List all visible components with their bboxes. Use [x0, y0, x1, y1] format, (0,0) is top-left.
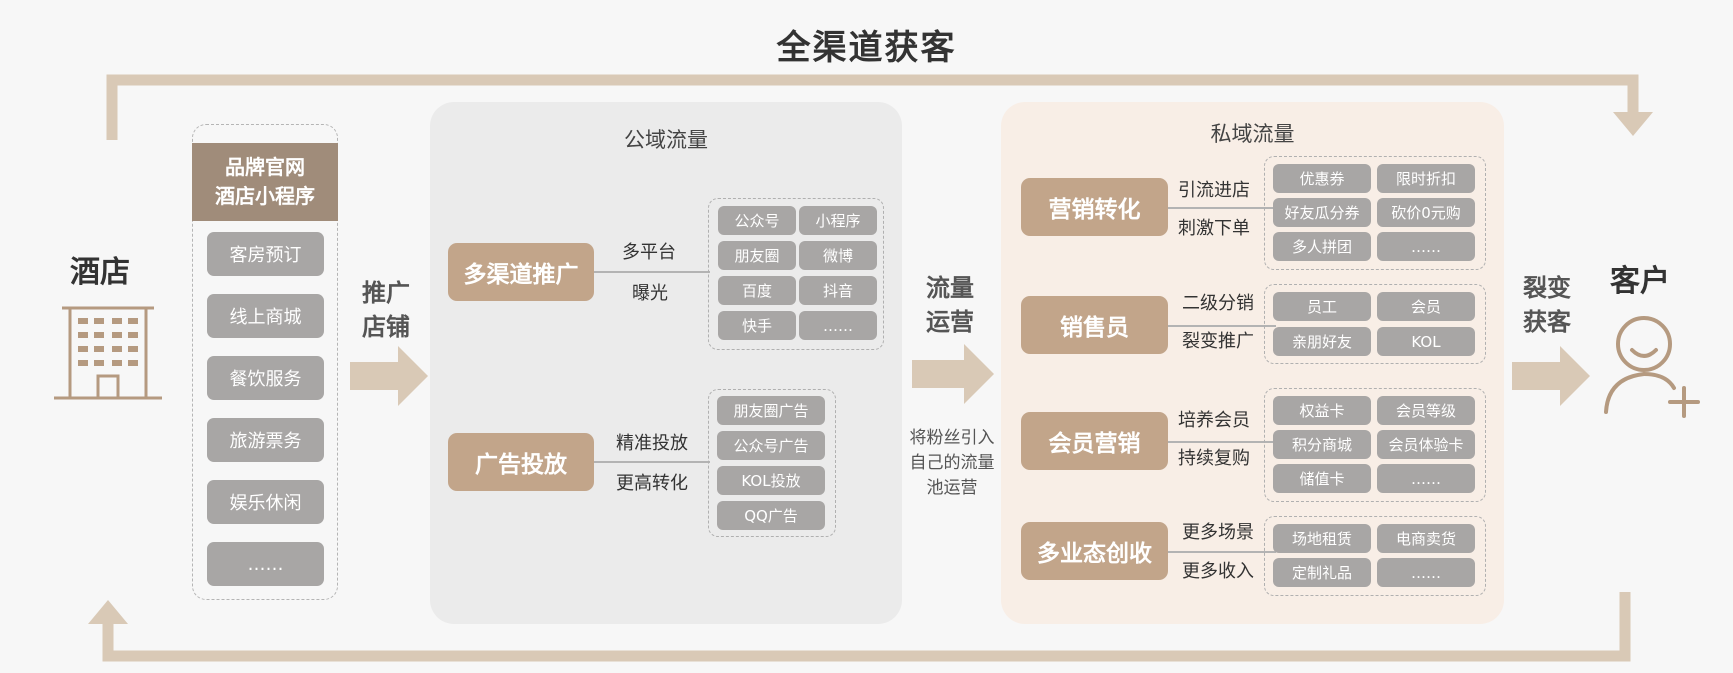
ad-text-2: 更高转化	[616, 473, 688, 494]
business-chip: 定制礼品	[1273, 558, 1371, 587]
ad-chip: 朋友圈广告	[717, 396, 825, 425]
note-line: 将粉丝引入	[909, 428, 995, 448]
multichannel-promo-box: 多渠道推广	[448, 243, 594, 301]
flow-line-1: 裂变	[1523, 274, 1571, 302]
ad-text-1: 精准投放	[616, 433, 688, 454]
arrow-right-icon	[1512, 346, 1590, 406]
marketing-text-1: 引流进店	[1178, 180, 1250, 201]
page-title: 全渠道获客	[776, 28, 957, 68]
marketing-text-2: 刺激下单	[1178, 218, 1250, 239]
member-tools-group	[1264, 388, 1486, 502]
member-chip: 会员体验卡	[1377, 430, 1475, 459]
platform-chip: ……	[799, 311, 877, 340]
salesperson-box: 销售员	[1021, 296, 1168, 354]
note-line: 自己的流量	[909, 453, 995, 473]
platform-chip: 抖音	[799, 276, 877, 305]
business-text-2: 更多收入	[1182, 561, 1254, 582]
connector-line	[1168, 441, 1276, 443]
marketing-tools-group	[1264, 156, 1486, 270]
promo-text-1: 多平台	[622, 242, 676, 263]
customer-label: 客户	[1610, 264, 1670, 299]
member-text-1: 培养会员	[1178, 410, 1250, 431]
business-options-group	[1264, 516, 1486, 596]
flow-line-2: 获客	[1523, 308, 1571, 336]
brand-site-box: 品牌官网 酒店小程序	[192, 143, 338, 221]
flow-line-2: 店铺	[362, 313, 410, 341]
platform-chip: 快手	[718, 311, 796, 340]
brand-line-1: 品牌官网	[225, 155, 305, 179]
connector-line	[594, 271, 710, 273]
marketing-conversion-box: 营销转化	[1021, 178, 1168, 236]
sales-roles-group	[1264, 284, 1486, 364]
business-chip: 场地租赁	[1273, 524, 1371, 553]
ad-chip: 公众号广告	[717, 431, 825, 460]
flow-traffic-ops-label: 流量 运营	[910, 271, 990, 339]
service-item: 娱乐休闲	[207, 480, 324, 524]
hotel-channels-group	[192, 124, 338, 600]
hotel-building-icon	[54, 306, 162, 400]
sales-text-1: 二级分销	[1182, 293, 1254, 314]
service-item: 餐饮服务	[207, 356, 324, 400]
marketing-chip: 限时折扣	[1377, 164, 1475, 193]
member-marketing-box: 会员营销	[1021, 412, 1168, 470]
sales-text-2: 裂变推广	[1182, 331, 1254, 352]
note-line: 池运营	[926, 478, 978, 498]
platform-chip: 朋友圈	[718, 241, 796, 270]
platform-chip: 百度	[718, 276, 796, 305]
flow-line-1: 流量	[926, 274, 974, 302]
ad-placement-box: 广告投放	[448, 433, 594, 491]
connector-line	[1168, 207, 1276, 209]
private-panel-title: 私域流量	[1210, 122, 1295, 146]
business-chip: 电商卖货	[1377, 524, 1475, 553]
public-panel-title: 公域流量	[624, 128, 708, 152]
brand-line-2: 酒店小程序	[215, 184, 315, 208]
marketing-chip: ……	[1377, 232, 1475, 261]
marketing-chip: 多人拼团	[1273, 232, 1371, 261]
service-item: 线上商城	[207, 294, 324, 338]
platform-chip: 小程序	[799, 206, 877, 235]
marketing-chip: 好友瓜分券	[1273, 198, 1371, 227]
flow-line-2: 运营	[926, 308, 974, 336]
arrow-right-icon	[350, 346, 428, 406]
member-chip: 会员等级	[1377, 396, 1475, 425]
flow-fission-label: 裂变 获客	[1512, 271, 1582, 339]
add-user-icon	[1604, 316, 1700, 418]
hotel-label: 酒店	[70, 255, 130, 290]
marketing-chip: 优惠券	[1273, 164, 1371, 193]
connector-line	[1168, 551, 1276, 553]
promo-platforms-group	[708, 198, 884, 350]
promo-text-2: 曝光	[632, 283, 668, 304]
public-traffic-panel	[430, 102, 902, 624]
member-chip: ……	[1377, 464, 1475, 493]
service-item: 客房预订	[207, 232, 324, 276]
sales-chip: 会员	[1377, 292, 1475, 321]
sales-chip: KOL	[1377, 327, 1475, 356]
service-item: 旅游票务	[207, 418, 324, 462]
member-chip: 储值卡	[1273, 464, 1371, 493]
arrow-right-icon	[912, 344, 994, 404]
member-chip: 权益卡	[1273, 396, 1371, 425]
platform-chip: 微博	[799, 241, 877, 270]
sales-chip: 员工	[1273, 292, 1371, 321]
connector-line	[1168, 325, 1276, 327]
connector-line	[594, 461, 710, 463]
ad-chip: QQ广告	[717, 501, 825, 530]
member-chip: 积分商城	[1273, 430, 1371, 459]
business-text-1: 更多场景	[1182, 522, 1254, 543]
sales-chip: 亲朋好友	[1273, 327, 1371, 356]
ad-chip: KOL投放	[717, 466, 825, 495]
marketing-chip: 砍价0元购	[1377, 198, 1475, 227]
traffic-ops-note: 将粉丝引入 自己的流量 池运营	[902, 426, 1002, 501]
platform-chip: 公众号	[718, 206, 796, 235]
flow-line-1: 推广	[362, 279, 410, 307]
business-chip: ……	[1377, 558, 1475, 587]
member-text-2: 持续复购	[1178, 448, 1250, 469]
ad-channels-group	[708, 389, 836, 537]
multi-business-revenue-box: 多业态创收	[1021, 522, 1168, 580]
service-item: ……	[207, 542, 324, 586]
flow-promote-label: 推广 店铺	[350, 276, 422, 344]
